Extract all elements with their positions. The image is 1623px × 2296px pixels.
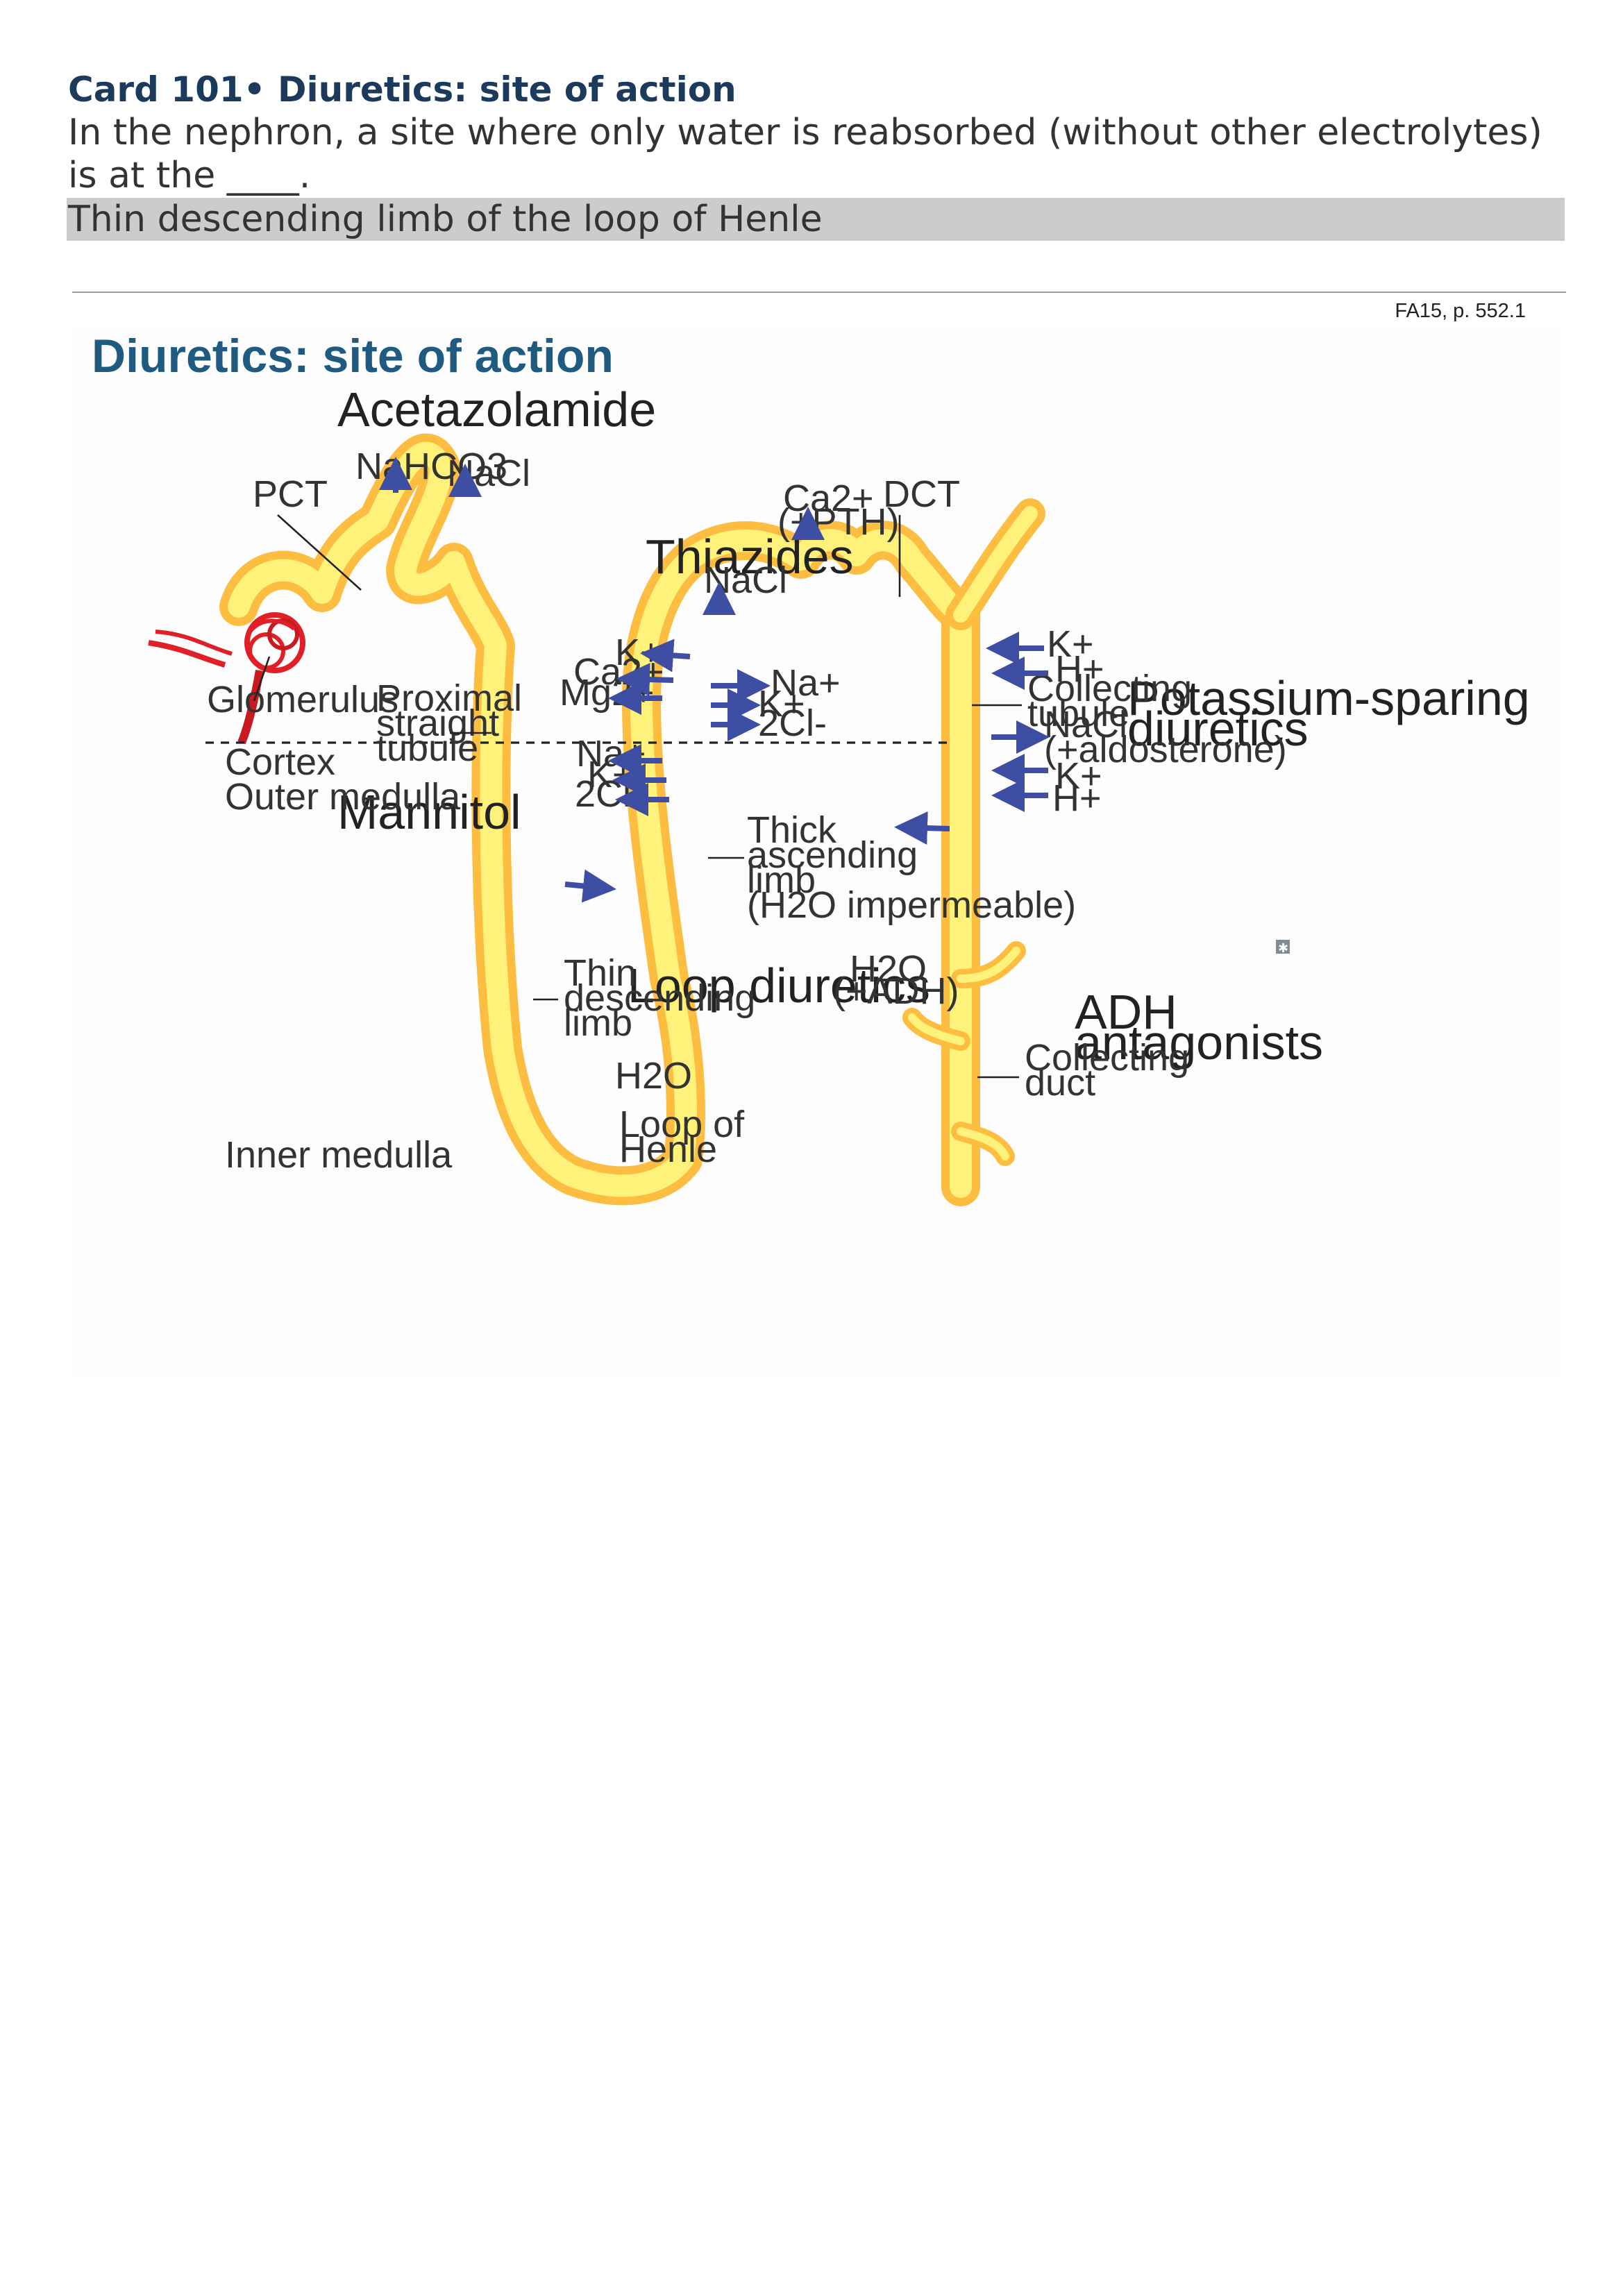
ion-h2o-thin: H2O [615,1055,692,1097]
source-reference: FA15, p. 552.1 [1395,300,1526,322]
label-inner-medulla: Inner medulla [225,1134,453,1176]
label-proximal-3: tubule [376,727,478,769]
label-thick-asc-2: ascending [747,834,918,876]
ion-cl-tal-out: 2Cl- [758,702,827,744]
ion-na-tal-out: Na+ [771,662,841,704]
ion-nacl-pct: NaCl [447,453,530,494]
label-glomerulus: Glomerulus [207,679,398,720]
arrow-ca-tal [616,663,674,697]
arrow-h2o-cd [894,811,950,845]
label-proximal-1: Proximal [376,677,522,719]
figure-title: Diuretics: site of action [92,330,614,382]
corner-info-icon [1276,940,1290,954]
ion-adh: (+ADH) [833,970,959,1012]
ion-k-ct2: K+ [1055,755,1102,797]
arrow-k-tal [640,639,691,673]
drug-potassium-sparing-1: Potassium-sparing [1127,671,1530,725]
label-loop-henle-2: Henle [619,1129,717,1170]
label-thin-desc-1: Thin [564,952,637,994]
label-thick-asc-4: (H2O impermeable) [747,884,1076,926]
label-thin-desc-3: limb [564,1002,632,1044]
label-thick-asc-3: limb [747,859,816,901]
drug-potassium-sparing-2: diuretics [1127,702,1309,756]
label-proximal-2: straight [376,702,499,744]
label-thin-desc-2: descending [564,977,755,1019]
label-cortex: Cortex [225,741,335,783]
ion-h-ct2: H+ [1052,777,1102,819]
drug-adh-antagonists-2: antagonists [1075,1015,1323,1070]
drug-loop-diuretics: Loop diuretics [628,959,930,1013]
answer-text: Thin descending limb of the loop of Henl… [68,199,823,240]
ion-h-ct1: H+ [1055,648,1104,690]
nephron-diagram: Diuretics: site of action Acetazolamide … [92,330,1530,1206]
divider [72,292,1566,293]
question-text: In the nephron, a site where only water … [68,111,1567,197]
arrow-h2o-thin [564,869,616,903]
answer-box: Thin descending limb of the loop of Henl… [67,198,1565,241]
question-line-1: In the nephron, a site where only water … [68,112,1542,153]
drug-acetazolamide: Acetazolamide [337,382,656,437]
nephron-tubule [219,433,1045,1206]
ion-aldosterone: (+aldosterone) [1044,729,1287,770]
drug-mannitol: Mannitol [337,785,521,839]
ion-k-ct1: K+ [1047,623,1094,665]
drug-adh-antagonists-1: ADH [1075,985,1177,1039]
label-pct: PCT [253,473,328,515]
label-loop-henle-1: Loop of [619,1104,745,1145]
label-collecting-duct-1: Collecting [1025,1037,1189,1079]
ion-nacl-ct: NaCl [1044,704,1127,745]
ion-h2o-cd: H2O [850,948,927,990]
label-thick-asc-1: Thick [747,809,837,851]
label-collecting-tubule-1: Collecting [1027,668,1192,709]
label-collecting-duct-2: duct [1025,1062,1095,1104]
nephron-figure: Diuretics: site of action Acetazolamide … [72,326,1562,1374]
label-dct: DCT [883,473,960,515]
label-outer-medulla: Outer medulla [225,776,461,818]
question-line-2: is at the ____. [68,155,311,196]
card-title: Card 101• Diuretics: site of action [68,69,737,110]
ion-pth: (+PTH) [777,501,900,543]
corner-info-glyph: ✱ [1278,941,1288,956]
glomerulus-illustration [148,612,305,745]
transport-arrows [379,457,1050,903]
